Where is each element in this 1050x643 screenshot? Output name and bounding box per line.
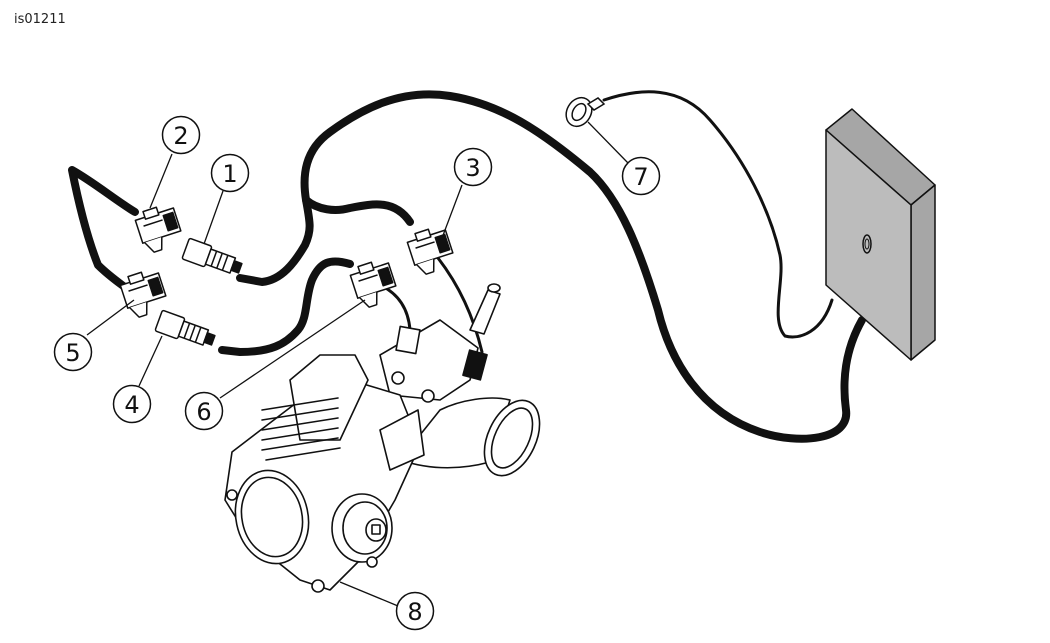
leader-5 xyxy=(86,299,135,336)
harness-loop-2-5 xyxy=(68,166,139,292)
mount-boss-top xyxy=(226,489,238,501)
connector-5 xyxy=(119,271,167,318)
mount-boss-mid xyxy=(421,389,435,403)
harness-branch-6 xyxy=(218,257,354,356)
sensor-connector-right xyxy=(462,349,488,381)
intake-outlet-inner xyxy=(490,407,534,469)
sensor-wire-3 xyxy=(436,256,484,354)
vent-nipple xyxy=(469,289,501,335)
callout-6-number: 6 xyxy=(196,398,211,426)
callout-1: 1 xyxy=(210,153,250,193)
throttle-body xyxy=(224,283,541,593)
sensor-connector-left xyxy=(395,325,421,355)
cooling-fins xyxy=(261,397,341,461)
leader-lines xyxy=(86,121,629,607)
callout-2-number: 2 xyxy=(173,122,188,150)
callout-3: 3 xyxy=(453,147,493,187)
sensor-housing xyxy=(379,319,479,401)
plug-1 xyxy=(181,237,243,274)
mating-plugs xyxy=(154,237,243,346)
callout-8-number: 8 xyxy=(407,598,422,626)
mount-boss-upper xyxy=(391,371,405,385)
leader-3 xyxy=(441,184,463,239)
throttle-bore-inner xyxy=(240,476,304,558)
control-module xyxy=(825,108,936,361)
harness-branch-3 xyxy=(302,196,414,226)
mount-boss-right xyxy=(366,556,378,568)
motor-housing xyxy=(289,354,369,441)
figure-id-label: is01211 xyxy=(14,12,66,27)
callout-7-number: 7 xyxy=(633,163,648,191)
callout-1-number: 1 xyxy=(222,160,237,188)
leader-4 xyxy=(138,335,163,387)
leader-7 xyxy=(587,121,629,164)
harness-connectors xyxy=(119,206,454,318)
plug-4 xyxy=(154,309,216,346)
sensor-wire-6 xyxy=(378,283,412,332)
callout-7: 7 xyxy=(621,156,661,196)
harness-cables xyxy=(68,90,866,443)
callout-6: 6 xyxy=(184,391,224,431)
vent-nipple-end xyxy=(487,283,501,293)
connector-6 xyxy=(349,261,397,308)
leader-1 xyxy=(203,190,224,245)
mount-boss-bottom xyxy=(311,579,325,593)
ring-terminal-inner xyxy=(571,102,587,122)
leader-6 xyxy=(219,299,366,399)
ground-lead-wire xyxy=(602,90,834,339)
callouts: 1 2 3 4 5 6 7 8 xyxy=(53,115,661,631)
callout-2: 2 xyxy=(161,115,201,155)
module-mounting-hole xyxy=(862,234,872,254)
control-module-side xyxy=(910,184,936,361)
module-mounting-hole-inner xyxy=(864,238,870,250)
callout-8: 8 xyxy=(395,591,435,631)
connector-2 xyxy=(134,206,182,253)
leader-2 xyxy=(149,153,173,209)
leader-8 xyxy=(339,581,399,607)
callout-4-number: 4 xyxy=(124,391,139,419)
callout-5: 5 xyxy=(53,332,93,372)
ring-terminal-crimp xyxy=(586,97,606,111)
pulley-hub-nut xyxy=(371,524,381,535)
ground-ring-terminal xyxy=(565,96,606,128)
callout-4: 4 xyxy=(112,384,152,424)
throttle-bracket xyxy=(379,409,425,471)
callout-3-number: 3 xyxy=(465,154,480,182)
connector-3 xyxy=(406,228,454,275)
callout-5-number: 5 xyxy=(65,339,80,367)
